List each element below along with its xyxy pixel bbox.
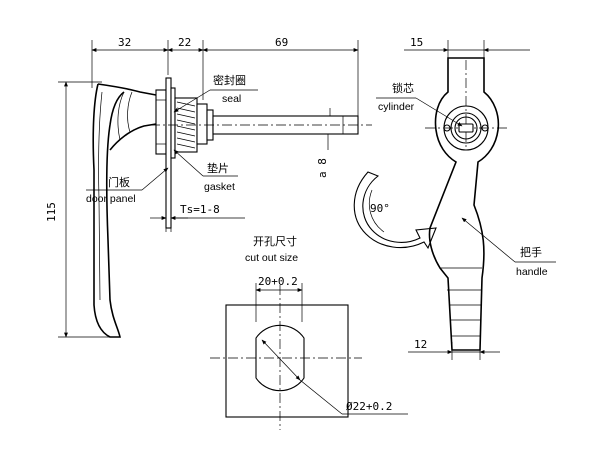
cutout-view: 开孔尺寸 cut out size 20+0.2 Ø22+0.2 bbox=[210, 234, 408, 430]
dim-cutout-diameter: Ø22+0.2 bbox=[346, 400, 392, 413]
rotation-arrow-icon bbox=[353, 171, 437, 250]
door-panel-label-cn: 门板 bbox=[108, 175, 130, 189]
seal-label-cn: 密封圈 bbox=[213, 73, 246, 87]
cutout-title-en: cut out size bbox=[245, 252, 298, 264]
gasket-label-cn: 垫片 bbox=[207, 161, 229, 175]
seal-label-en: seal bbox=[222, 93, 241, 105]
dim-a8: a 8 bbox=[316, 158, 329, 178]
handle-lever-side bbox=[92, 83, 125, 338]
gasket-label-en: gasket bbox=[204, 181, 235, 193]
door-panel-label-en: door panel bbox=[86, 193, 136, 205]
dim-69: 69 bbox=[275, 36, 288, 49]
dim-cutout-width: 20+0.2 bbox=[258, 275, 298, 288]
cutout-hole bbox=[255, 324, 305, 392]
handle-label-cn: 把手 bbox=[520, 245, 542, 259]
dim-22: 22 bbox=[178, 36, 191, 49]
cutout-title-cn: 开孔尺寸 bbox=[253, 234, 297, 248]
flange-body bbox=[155, 89, 167, 155]
dim-32: 32 bbox=[118, 36, 131, 49]
dim-rotation: 90° bbox=[370, 202, 390, 215]
handle-label-en: handle bbox=[516, 266, 548, 278]
cylinder-icon bbox=[454, 116, 478, 140]
cylinder-label-en: cylinder bbox=[378, 101, 415, 113]
handle-front-outline bbox=[428, 57, 500, 351]
dim-12: 12 bbox=[414, 338, 427, 351]
front-view: 15 锁芯 cylinder 把手 handle 90° bbox=[353, 36, 556, 360]
dim-ts: Ts=1-8 bbox=[180, 203, 220, 216]
cylinder-label-cn: 锁芯 bbox=[392, 81, 414, 95]
nut bbox=[196, 103, 208, 145]
dim-115: 115 bbox=[45, 202, 58, 222]
dim-15: 15 bbox=[410, 36, 423, 49]
door-panel-plate bbox=[165, 77, 172, 229]
panel-square bbox=[225, 304, 349, 418]
seal-ring bbox=[170, 87, 176, 159]
side-view: 32 22 69 115 bbox=[45, 36, 372, 338]
